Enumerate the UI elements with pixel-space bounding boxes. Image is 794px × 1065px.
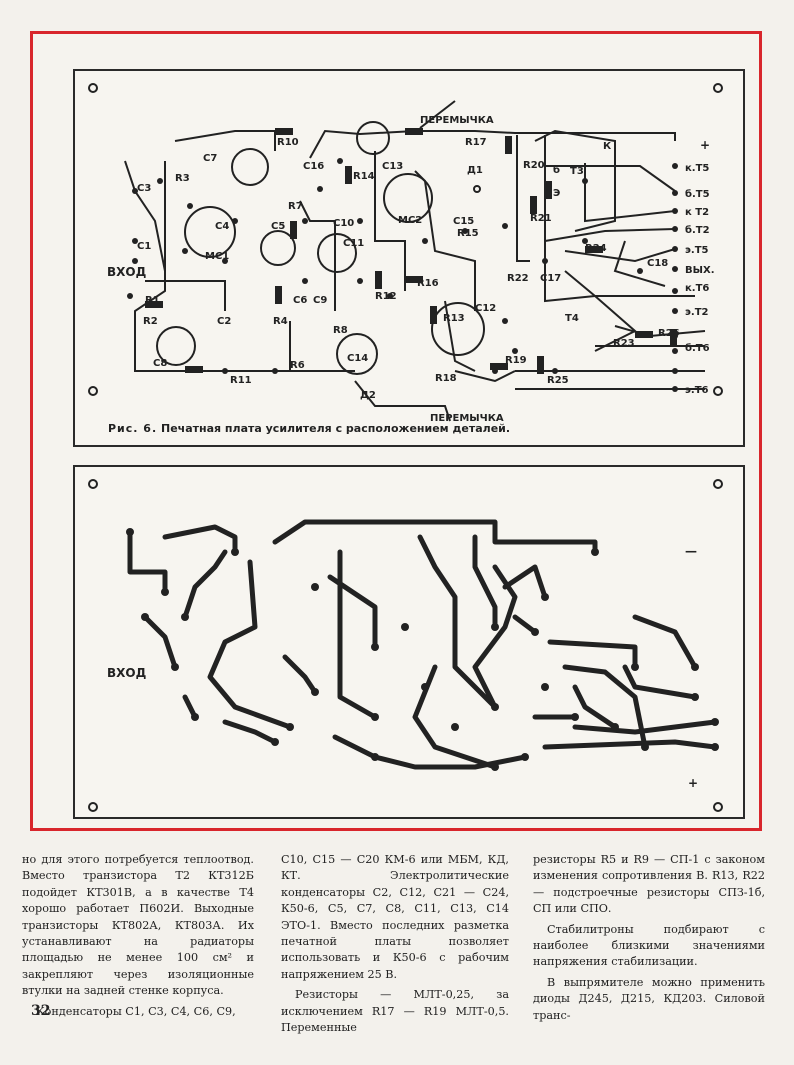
figure-caption-prefix: Рис. 6.: [108, 422, 158, 435]
label-r1: R1: [145, 295, 160, 306]
label-b-t2: б.Т2: [685, 224, 710, 236]
trace-input-label: ВХОД: [107, 666, 146, 680]
label-e-t5: э.Т5: [685, 245, 709, 256]
paragraph: Конденсаторы С1, С3, С4, С6, С9,: [36, 1004, 236, 1018]
label-c18: С18: [647, 258, 668, 269]
text-column-2: С10, С15 — С20 КМ-6 или МБМ, КД, КТ. Эле…: [281, 852, 509, 1040]
label-t3: Т3: [570, 166, 584, 177]
figure-frame: ПЕРЕМЫЧКА ПЕРЕМЫЧКА К + к.Т5 б.Т5 к Т2 б…: [30, 31, 762, 831]
label-r4: R4: [273, 316, 288, 327]
label-t4: Т4: [565, 313, 579, 324]
text-column-3: резисторы R5 и R9 — СП-1 с законом измен…: [533, 852, 765, 1028]
label-mc1: МС1: [205, 251, 229, 262]
label-r10: R10: [277, 137, 299, 148]
label-r22: R22: [507, 273, 529, 284]
label-r13: R13: [443, 313, 465, 324]
page-number: 32: [31, 1003, 51, 1019]
label-plus: +: [700, 138, 710, 152]
label-b: б: [553, 164, 560, 176]
paragraph: резисторы R5 и R9 — СП-1 с законом измен…: [533, 853, 765, 916]
label-r15: R15: [457, 228, 479, 239]
label-c11: С11: [343, 238, 364, 249]
label-r16: R16: [417, 278, 439, 289]
label-e: Э: [553, 188, 560, 199]
text-column-1: но для этого потребуется теплоотвод. Вме…: [22, 852, 254, 1024]
label-out: ВЫХ.: [685, 265, 715, 276]
jumper-label-bottom: ПЕРЕМЫЧКА: [430, 413, 504, 424]
paragraph: Стабилитроны подбирают с наиболее близки…: [533, 922, 765, 969]
label-c3: С3: [137, 183, 151, 194]
pcb-component-labels: ПЕРЕМЫЧКА ПЕРЕМЫЧКА К + к.Т5 б.Т5 к Т2 б…: [107, 115, 715, 424]
label-c14: С14: [347, 353, 368, 364]
paragraph: В выпрямителе можно применить диоды Д245…: [533, 975, 765, 1022]
label-c16: С16: [303, 161, 324, 172]
label-r17: R17: [465, 137, 487, 148]
label-r20: R20: [523, 160, 545, 171]
label-r3: R3: [175, 173, 190, 184]
label-c2: С2: [217, 316, 231, 327]
label-c9: С9: [313, 295, 327, 306]
label-e-t2: э.Т2: [685, 307, 709, 318]
label-mc2: МС2: [398, 215, 422, 226]
label-r24: R24: [585, 243, 607, 254]
label-c8: С8: [153, 358, 167, 369]
label-d2: Д2: [360, 390, 376, 401]
label-c6: С6: [293, 295, 307, 306]
label-r19: R19: [505, 355, 527, 366]
label-r6: R6: [290, 360, 305, 371]
label-k-t2: к Т2: [685, 207, 709, 218]
pcb-component-layout: ПЕРЕМЫЧКА ПЕРЕМЫЧКА К + к.Т5 б.Т5 к Т2 б…: [73, 69, 745, 447]
label-r2: R2: [143, 316, 158, 327]
label-d1: Д1: [467, 165, 483, 176]
pcb-component-drawing: ПЕРЕМЫЧКА ПЕРЕМЫЧКА К + к.Т5 б.Т5 к Т2 б…: [88, 83, 723, 424]
label-c13: С13: [382, 161, 403, 172]
label-k: К: [603, 141, 612, 152]
label-r23: R23: [613, 338, 635, 349]
pcb-trace-drawing: ВХОД — +: [88, 479, 723, 812]
label-c5: С5: [271, 221, 285, 232]
label-c17: С17: [540, 273, 561, 284]
label-b-t5: б.Т5: [685, 188, 710, 200]
label-r18: R18: [435, 373, 457, 384]
label-k-t6: к.Т6: [685, 283, 709, 294]
pcb-trace-layout: ВХОД — +: [73, 465, 745, 819]
label-e-t6: э.Т6: [685, 385, 709, 396]
trace-plus-label: +: [688, 776, 698, 790]
label-c7: С7: [203, 153, 217, 164]
label-c1: С1: [137, 241, 151, 252]
label-c15: С15: [453, 216, 474, 227]
label-c10: С10: [333, 218, 354, 229]
trace-minus-label: —: [685, 544, 697, 558]
label-b-t6: б.Т6: [685, 342, 710, 354]
label-r25: R25: [547, 375, 569, 386]
paragraph: Резисторы — МЛТ-0,25, за исключением R17…: [281, 988, 509, 1035]
figure-caption: Рис. 6. Печатная плата усилителя с распо…: [108, 422, 510, 435]
label-r21: R21: [530, 213, 552, 224]
label-r12: R12: [375, 291, 397, 302]
label-c4: С4: [215, 221, 229, 232]
label-r7: R7: [288, 201, 303, 212]
paragraph: С10, С15 — С20 КМ-6 или МБМ, КД, КТ. Эле…: [281, 853, 509, 981]
label-k-t5: к.Т5: [685, 163, 709, 174]
label-r26: R26: [658, 328, 680, 339]
label-c12: С12: [475, 303, 496, 314]
label-input: ВХОД: [107, 265, 146, 279]
label-r14: R14: [353, 171, 375, 182]
figure-caption-text: Печатная плата усилителя с расположением…: [160, 422, 511, 435]
label-r11: R11: [230, 375, 252, 386]
paragraph: но для этого потребуется теплоотвод. Вме…: [22, 853, 254, 998]
label-r8: R8: [333, 325, 348, 336]
jumper-label-top: ПЕРЕМЫЧКА: [420, 115, 494, 126]
